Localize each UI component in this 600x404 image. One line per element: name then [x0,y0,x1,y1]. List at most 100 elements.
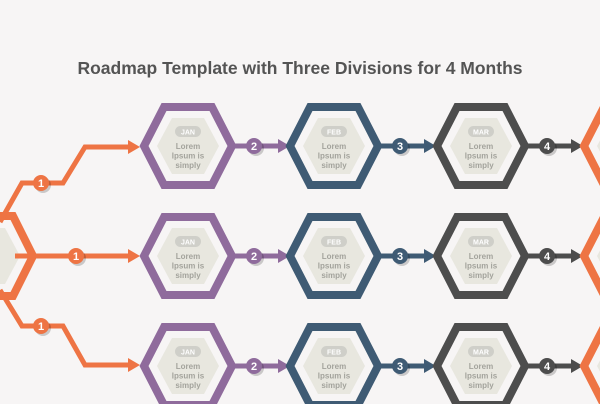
milestone-hexagon-inner [450,118,512,174]
milestone-text: Ipsum is [172,262,205,271]
month-label: MAR [473,350,489,357]
milestone-hexagon-inner [303,338,365,394]
badge-circle [33,318,49,334]
badge-circle [68,248,84,264]
arrow-head-icon [128,249,140,263]
page-title: Roadmap Template with Three Divisions fo… [77,58,523,78]
month-pill [321,346,347,357]
milestone-hexagon-inner [303,228,365,284]
arrow-head-icon [278,249,290,263]
step-badge: 1 [33,318,51,336]
step-badge: 3 [392,358,410,376]
milestone-hexagon-inner [157,228,219,284]
branch-line-bottom [0,288,130,368]
milestone-text: Ipsum is [318,372,351,381]
month-pill [175,126,201,137]
milestone-text: Lorem [322,252,346,261]
next-milestone-hexagon-inner [597,360,600,372]
arrow-head-icon [571,359,583,373]
milestone-text: simply [321,381,347,390]
milestone-text: Lorem [469,142,493,151]
step-number: 2 [251,251,257,263]
month-label: FEB [327,240,341,247]
month-pill [321,236,347,247]
milestone-text: simply [468,161,494,170]
arrow-head-icon [571,249,583,263]
month-pill [175,346,201,357]
step-badge: 3 [392,138,410,156]
next-milestone-hexagon [579,106,600,186]
step-number: 3 [397,141,403,153]
badge-circle [246,248,262,264]
step-badge: 1 [33,175,51,193]
step-badge: 1 [68,248,86,266]
milestone-text: Ipsum is [465,262,498,271]
milestone-text: simply [468,381,494,390]
step-badge: 4 [539,248,557,266]
month-pill [321,126,347,137]
milestone-text: Ipsum is [172,152,205,161]
badge-circle [539,248,555,264]
month-label: JAN [181,130,195,137]
step-number: 3 [397,251,403,263]
month-label: JAN [181,350,195,357]
arrow-head-icon [278,359,290,373]
milestone-hexagon-inner [303,118,365,174]
badge-circle [246,358,262,374]
badge-circle [392,358,408,374]
milestone-text: simply [321,161,347,170]
arrow-head-icon [128,140,140,154]
badge-circle [392,248,408,264]
milestone-text: Ipsum is [318,262,351,271]
step-number: 2 [251,141,257,153]
badge-circle [33,175,49,191]
milestone-text: Lorem [469,252,493,261]
milestone-hexagon-inner [450,228,512,284]
milestone-text: Ipsum is [318,152,351,161]
step-badge: 2 [246,358,264,376]
badge-circle [539,138,555,154]
step-number: 4 [544,251,551,263]
step-badge: 4 [539,138,557,156]
month-label: MAR [473,130,489,137]
month-pill [468,236,494,247]
arrow-head-icon [424,359,436,373]
step-number: 1 [38,178,44,190]
step-number: 4 [544,361,551,373]
month-label: FEB [327,350,341,357]
start-hexagon-inner [0,228,20,284]
step-number: 3 [397,361,403,373]
step-badge: 2 [246,248,264,266]
badge-circle [246,138,262,154]
badge-circle [539,358,555,374]
arrow-head-icon [278,139,290,153]
step-badge: 4 [539,358,557,376]
badge-circle [392,138,408,154]
milestone-text: simply [175,381,201,390]
step-number: 1 [38,321,44,333]
step-number: 4 [544,141,551,153]
milestone-text: simply [321,271,347,280]
next-milestone-hexagon [579,216,600,296]
milestone-hexagon-inner [157,118,219,174]
month-pill [468,126,494,137]
milestone-text: Ipsum is [172,372,205,381]
month-label: FEB [327,130,341,137]
arrow-head-icon [424,249,436,263]
milestone-text: Lorem [322,362,346,371]
milestone-text: Ipsum is [465,372,498,381]
arrow-head-icon [424,139,436,153]
milestone-text: Lorem [469,362,493,371]
milestone-text: Lorem [176,362,200,371]
month-pill [468,346,494,357]
